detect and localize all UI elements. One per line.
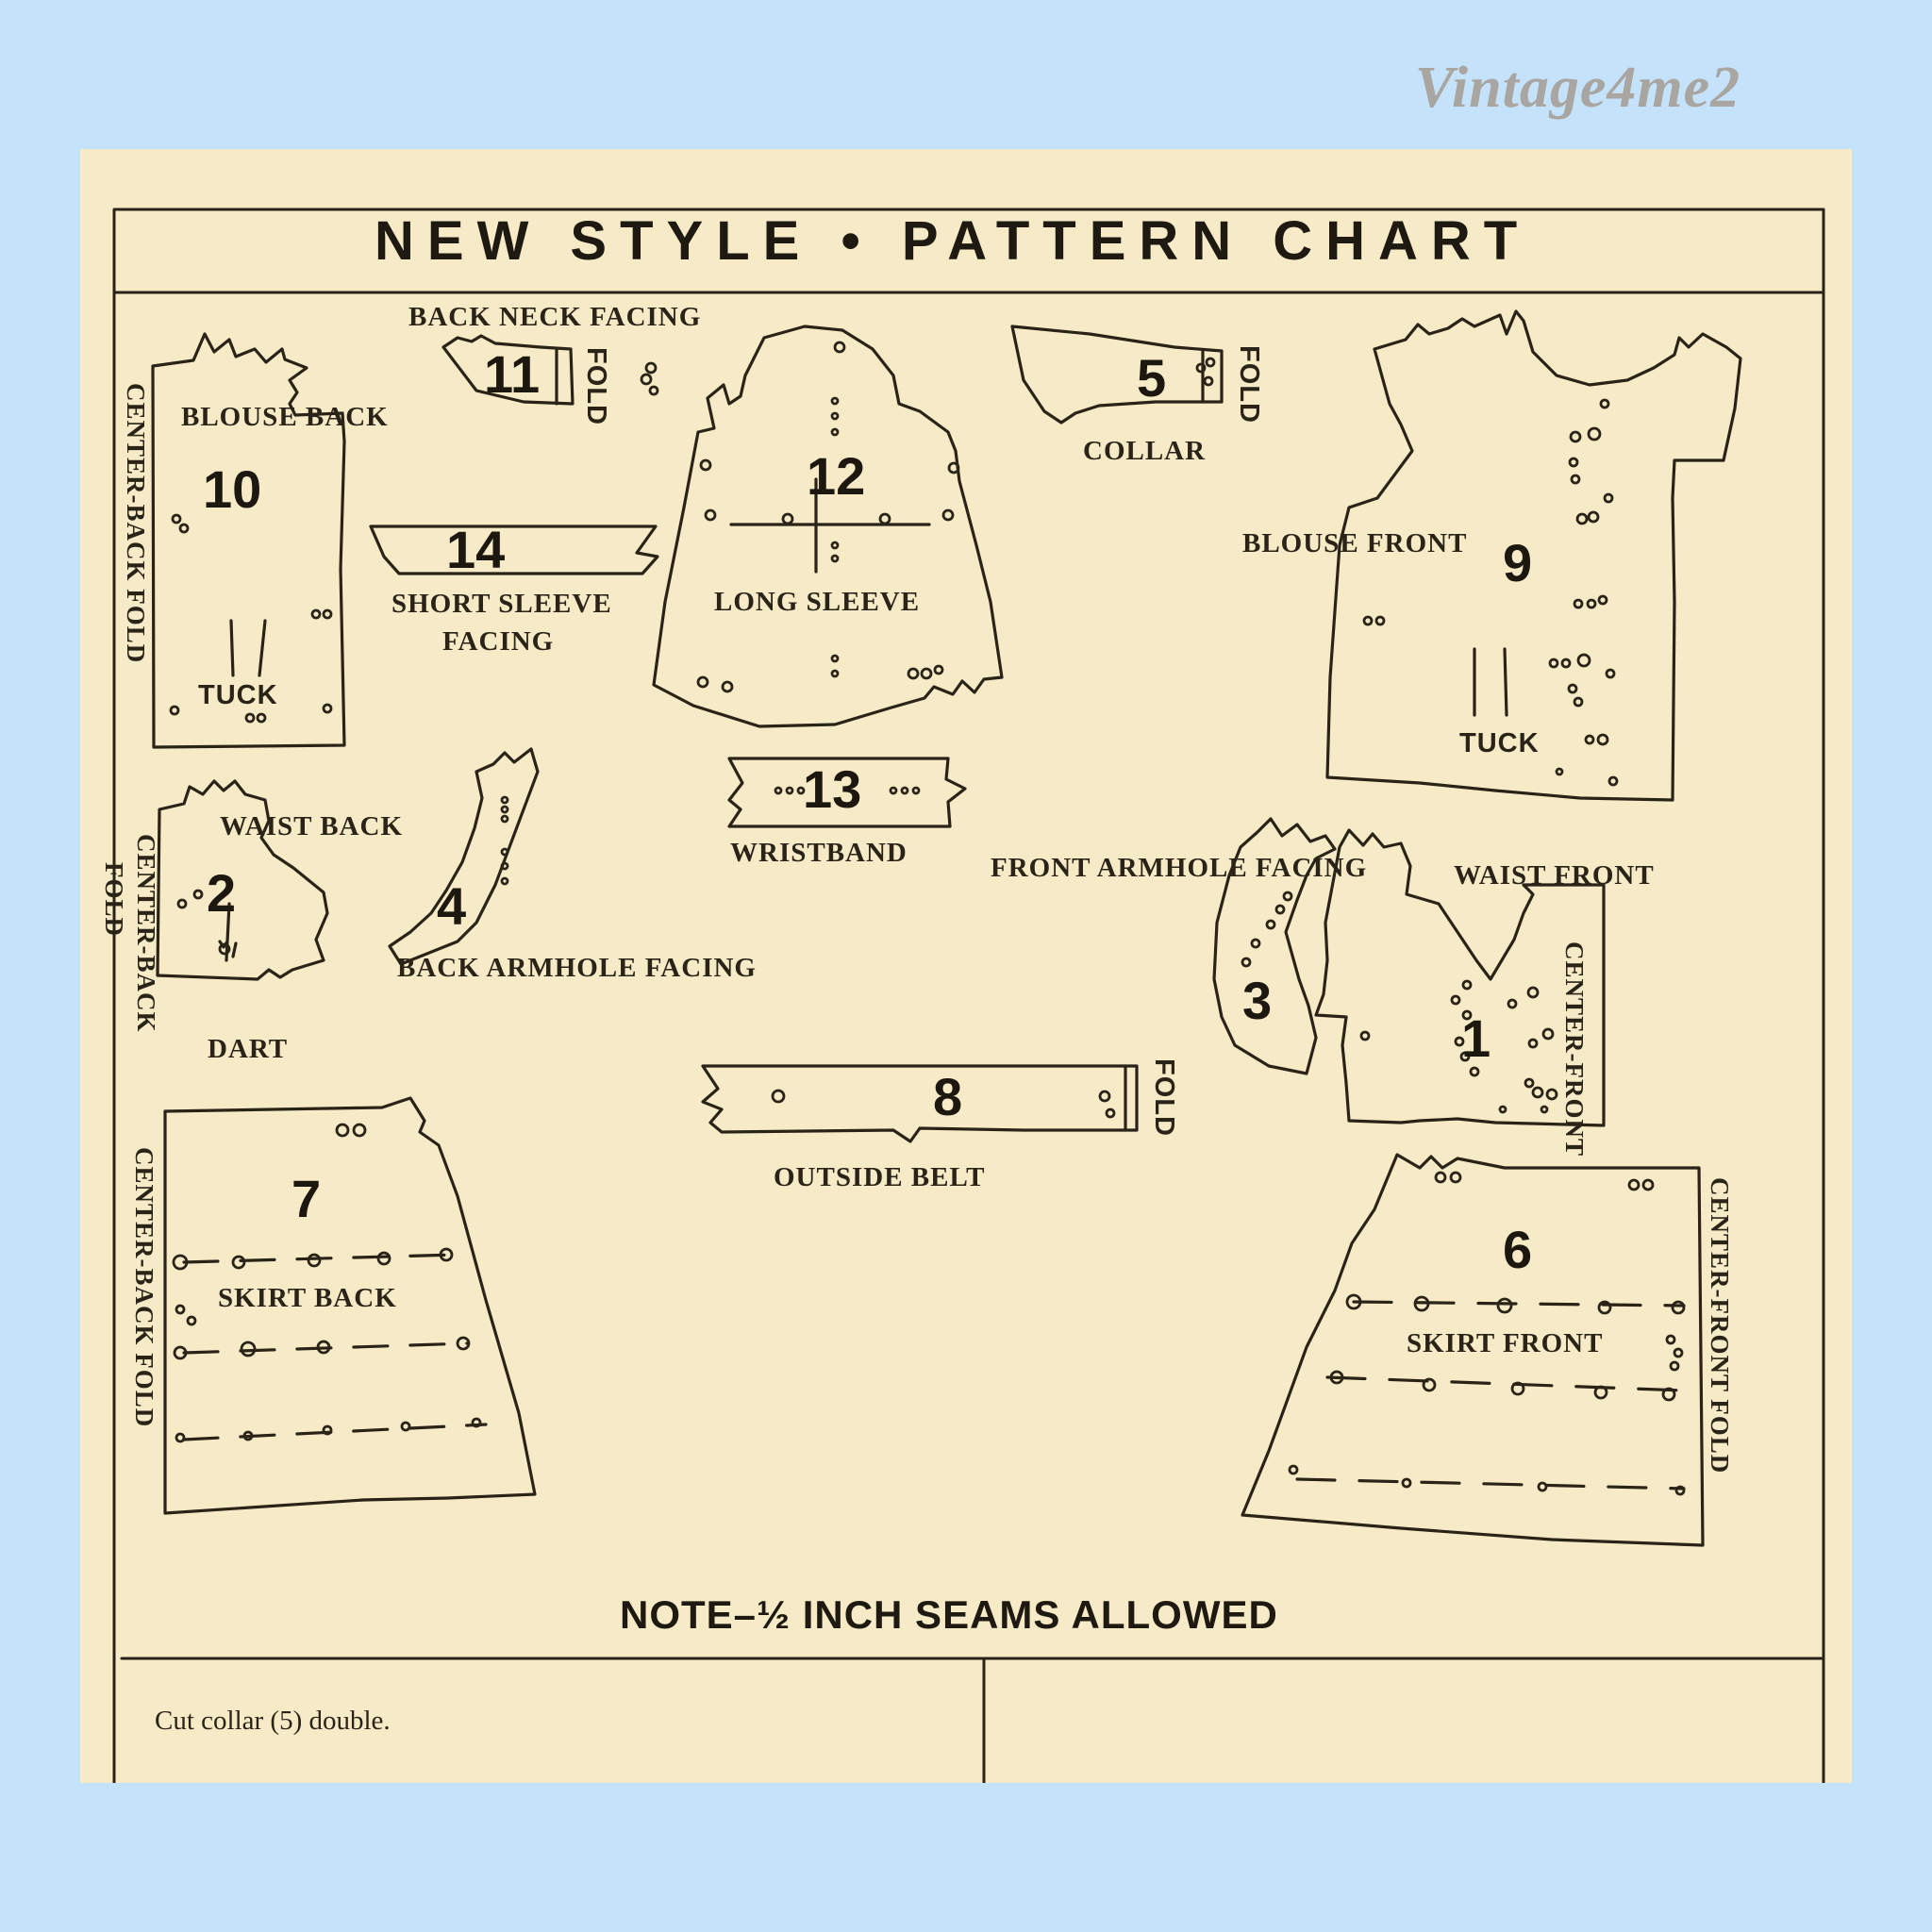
label-collar: COLLAR (1083, 436, 1207, 466)
piece-6-outline (1241, 1153, 1705, 1547)
label-skirt-back: SKIRT BACK (218, 1283, 397, 1313)
label-blouse-back: BLOUSE BACK (181, 402, 389, 432)
piece-13-outline (727, 757, 967, 828)
piece-11-number: 11 (484, 344, 541, 404)
label-short-sleeve: SHORT SLEEVE (391, 589, 612, 619)
piece-12-outline (652, 325, 1004, 728)
label-back-armhole-facing: BACK ARMHOLE FACING (397, 953, 757, 983)
piece-2-outline (156, 779, 329, 981)
piece-14-number: 14 (446, 520, 506, 579)
label-tuck-back: TUCK (198, 680, 278, 710)
piece-9-outline (1325, 309, 1742, 802)
pattern-markings (169, 341, 1686, 1496)
label-dart: DART (208, 1034, 289, 1064)
piece-4-number: 4 (437, 876, 467, 936)
instruction-line: Cut collar (5) double. (155, 1706, 391, 1736)
pattern-chart-sheet: NEW STYLE • PATTERN CHART 10 11 14 12 5 … (80, 149, 1852, 1783)
piece-5-number: 5 (1137, 348, 1167, 408)
label-center-front-fold-skirt: CENTER-FRONT FOLD (1706, 1177, 1734, 1474)
piece-1-outline (1314, 828, 1606, 1127)
piece-11-outline (441, 334, 575, 406)
label-center-back-waist: CENTER-BACK (132, 834, 160, 1033)
piece-5-outline (1010, 325, 1224, 425)
piece-3-number: 3 (1242, 971, 1273, 1030)
label-blouse-front: BLOUSE FRONT (1242, 528, 1468, 558)
seam-allowance-note: NOTE–½ INCH SEAMS ALLOWED (620, 1592, 1278, 1637)
label-center-back-fold-skirt: CENTER-BACK FOLD (130, 1147, 158, 1428)
piece-1-number: 1 (1461, 1008, 1491, 1068)
label-fold-belt: FOLD (1149, 1058, 1179, 1137)
piece-8-number: 8 (933, 1067, 963, 1126)
piece-7-outline (163, 1096, 537, 1515)
piece-2-number: 2 (207, 863, 237, 923)
label-waist-back: WAIST BACK (220, 811, 403, 841)
piece-14-outline (369, 525, 659, 575)
piece-6-number: 6 (1503, 1220, 1533, 1279)
label-front-armhole-facing: FRONT ARMHOLE FACING (991, 853, 1368, 883)
label-waist-front: WAIST FRONT (1454, 860, 1655, 891)
label-long-sleeve: LONG SLEEVE (714, 587, 921, 617)
piece-7-number: 7 (291, 1169, 322, 1228)
chart-frame (112, 208, 1825, 1783)
piece-8-outline (701, 1064, 1139, 1143)
piece-12-number: 12 (807, 446, 866, 506)
pattern-outlines (112, 208, 1825, 1783)
label-outside-belt: OUTSIDE BELT (774, 1162, 986, 1192)
piece-10-number: 10 (203, 459, 262, 519)
chart-title: NEW STYLE • PATTERN CHART (375, 210, 1531, 272)
piece-9-number: 9 (1503, 533, 1533, 592)
label-wristband: WRISTBAND (730, 838, 908, 868)
label-center-front-waist: CENTER-FRONT (1560, 941, 1589, 1158)
label-tuck-front: TUCK (1459, 728, 1540, 758)
piece-10-outline (151, 332, 346, 749)
piece-13-number: 13 (803, 759, 862, 819)
piece-4-outline (388, 747, 540, 966)
watermark-logo: Vintage4me2 (1415, 56, 1741, 120)
label-facing: FACING (442, 626, 555, 657)
label-fold-waist-back: FOLD (100, 862, 128, 938)
label-center-back-fold-blouse: CENTER-BACK FOLD (122, 383, 150, 664)
label-back-neck-facing: BACK NECK FACING (408, 302, 702, 332)
piece-3-outline (1212, 817, 1337, 1075)
label-fold-neck-facing: FOLD (581, 347, 611, 425)
label-skirt-front: SKIRT FRONT (1407, 1328, 1604, 1358)
label-fold-collar: FOLD (1234, 345, 1264, 424)
